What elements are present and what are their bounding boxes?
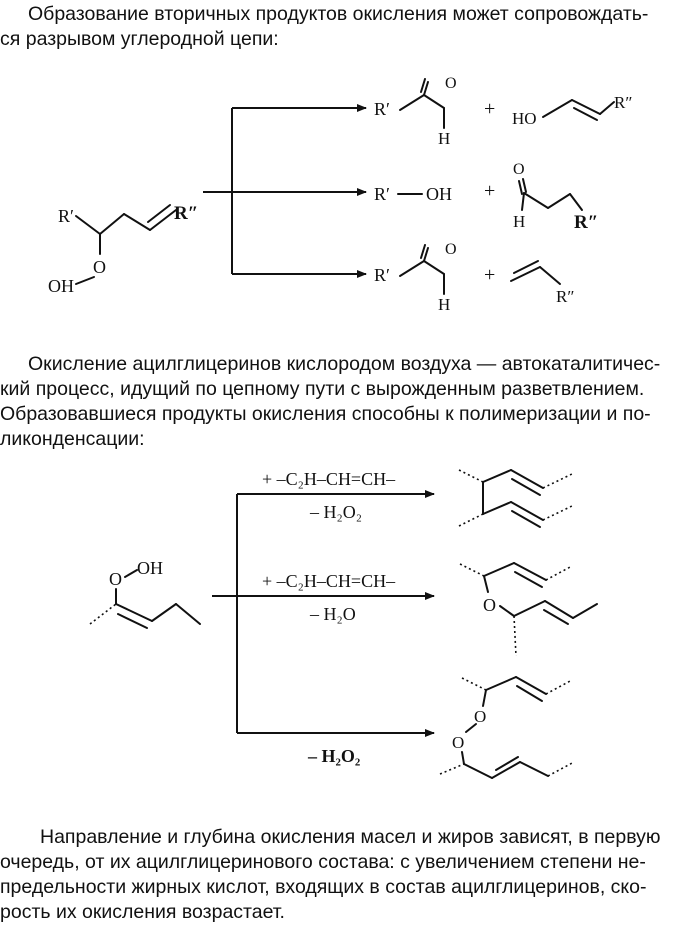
r-double-prime-label: R″: [574, 212, 598, 233]
text-line: Направление и глубина окисления масел и …: [40, 826, 661, 848]
text-line: ликонденсации:: [0, 428, 145, 450]
text-line: Образование вторичных продуктов окислени…: [28, 3, 649, 25]
byproduct-label: – H₂O: [309, 604, 356, 624]
oxygen-label: O: [445, 241, 457, 258]
product-row-3: R′ O H + R″: [374, 241, 574, 314]
hydroperoxide-reactant: R′ R″ O OH: [48, 203, 198, 296]
oh-label: OH: [426, 184, 452, 204]
oxygen-label: O: [445, 75, 457, 92]
reagent-label: + –C₂H–CH=CH–: [262, 571, 396, 591]
byproduct-label: – H₂O₂: [307, 746, 360, 766]
plus-sign: +: [484, 180, 495, 202]
hydroperoxide-reactant: O OH: [89, 558, 201, 629]
oxygen-label: O: [93, 257, 106, 277]
oh-label: OH: [137, 558, 163, 578]
dimer-product-1: [458, 469, 573, 528]
ether-product: O: [459, 562, 598, 657]
hydrogen-label: H: [513, 212, 525, 231]
r-double-prime-label: R″: [174, 203, 198, 224]
r-prime-label: R′: [374, 184, 390, 204]
product-row-1: R′ O H + HO R″: [374, 75, 632, 148]
r-double-prime-label: R″: [556, 287, 574, 306]
text-line: очередь, от их ацилглицеринового состава…: [0, 851, 646, 873]
product-row-2: R′ OH + O H R″: [374, 161, 598, 233]
oxygen-label: O: [513, 161, 525, 178]
reaction-scheme-2: O OH + –C₂H–CH=CH– – H₂O₂ + –C₂H–CH=CH– …: [89, 469, 598, 779]
text-line: рость их окисления возрастает.: [0, 901, 285, 923]
text-line: кий процесс, идущий по цепному пути с вы…: [0, 378, 645, 400]
text-line: Образовавшиеся продукты окисления способ…: [0, 403, 651, 425]
peroxide-product: O O: [439, 676, 575, 779]
r-prime-label: R′: [374, 99, 390, 119]
oxygen-label: O: [109, 569, 122, 589]
r-prime-label: R′: [58, 206, 74, 226]
hydrogen-label: H: [438, 129, 450, 148]
plus-sign: +: [484, 98, 495, 120]
plus-sign: +: [484, 264, 495, 286]
reaction-scheme-1: R′ R″ O OH R′ O H + HO R″ R′: [48, 75, 632, 314]
ho-label: HO: [512, 109, 537, 128]
oh-label: OH: [48, 276, 74, 296]
branching-arrows: [203, 104, 367, 278]
text-line: Окисление ацилглицеринов кислородом возд…: [28, 353, 661, 375]
hydrogen-label: H: [438, 295, 450, 314]
branching-arrows: [212, 490, 435, 737]
paragraph-2: Окисление ацилглицеринов кислородом возд…: [0, 352, 700, 452]
oxygen-label: O: [474, 707, 486, 726]
oxygen-label: O: [483, 595, 496, 615]
text-line: ся разрывом углеродной цепи:: [0, 28, 279, 50]
paragraph-1: Образование вторичных продуктов окислени…: [0, 2, 700, 52]
oxygen-label: O: [452, 733, 464, 752]
reagent-label: + –C₂H–CH=CH–: [262, 469, 396, 489]
r-prime-label: R′: [374, 265, 390, 285]
paragraph-3: Направление и глубина окисления масел и …: [0, 825, 700, 925]
r-double-prime-label: R″: [614, 93, 632, 112]
text-line: предельности жирных кислот, входящих в с…: [0, 876, 647, 898]
byproduct-label: – H₂O₂: [309, 502, 362, 522]
